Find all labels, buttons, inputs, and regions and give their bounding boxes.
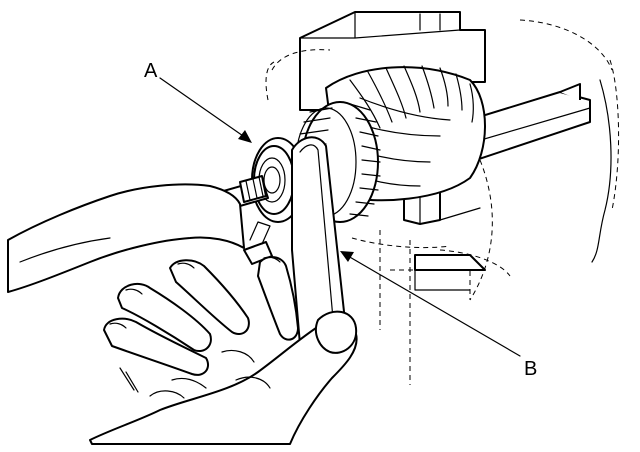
callout-a-leader (159, 77, 247, 139)
callout-b-label: B (524, 358, 537, 380)
hand (89, 256, 358, 445)
callout-b-leader (347, 255, 521, 357)
callout-a: A (144, 60, 252, 143)
callout-a-arrowhead (238, 130, 252, 143)
callout-a-label: A (144, 60, 158, 82)
arm-sleeve (7, 183, 245, 293)
callout-b: B (340, 251, 537, 380)
callout-b-arrowhead (340, 251, 354, 262)
